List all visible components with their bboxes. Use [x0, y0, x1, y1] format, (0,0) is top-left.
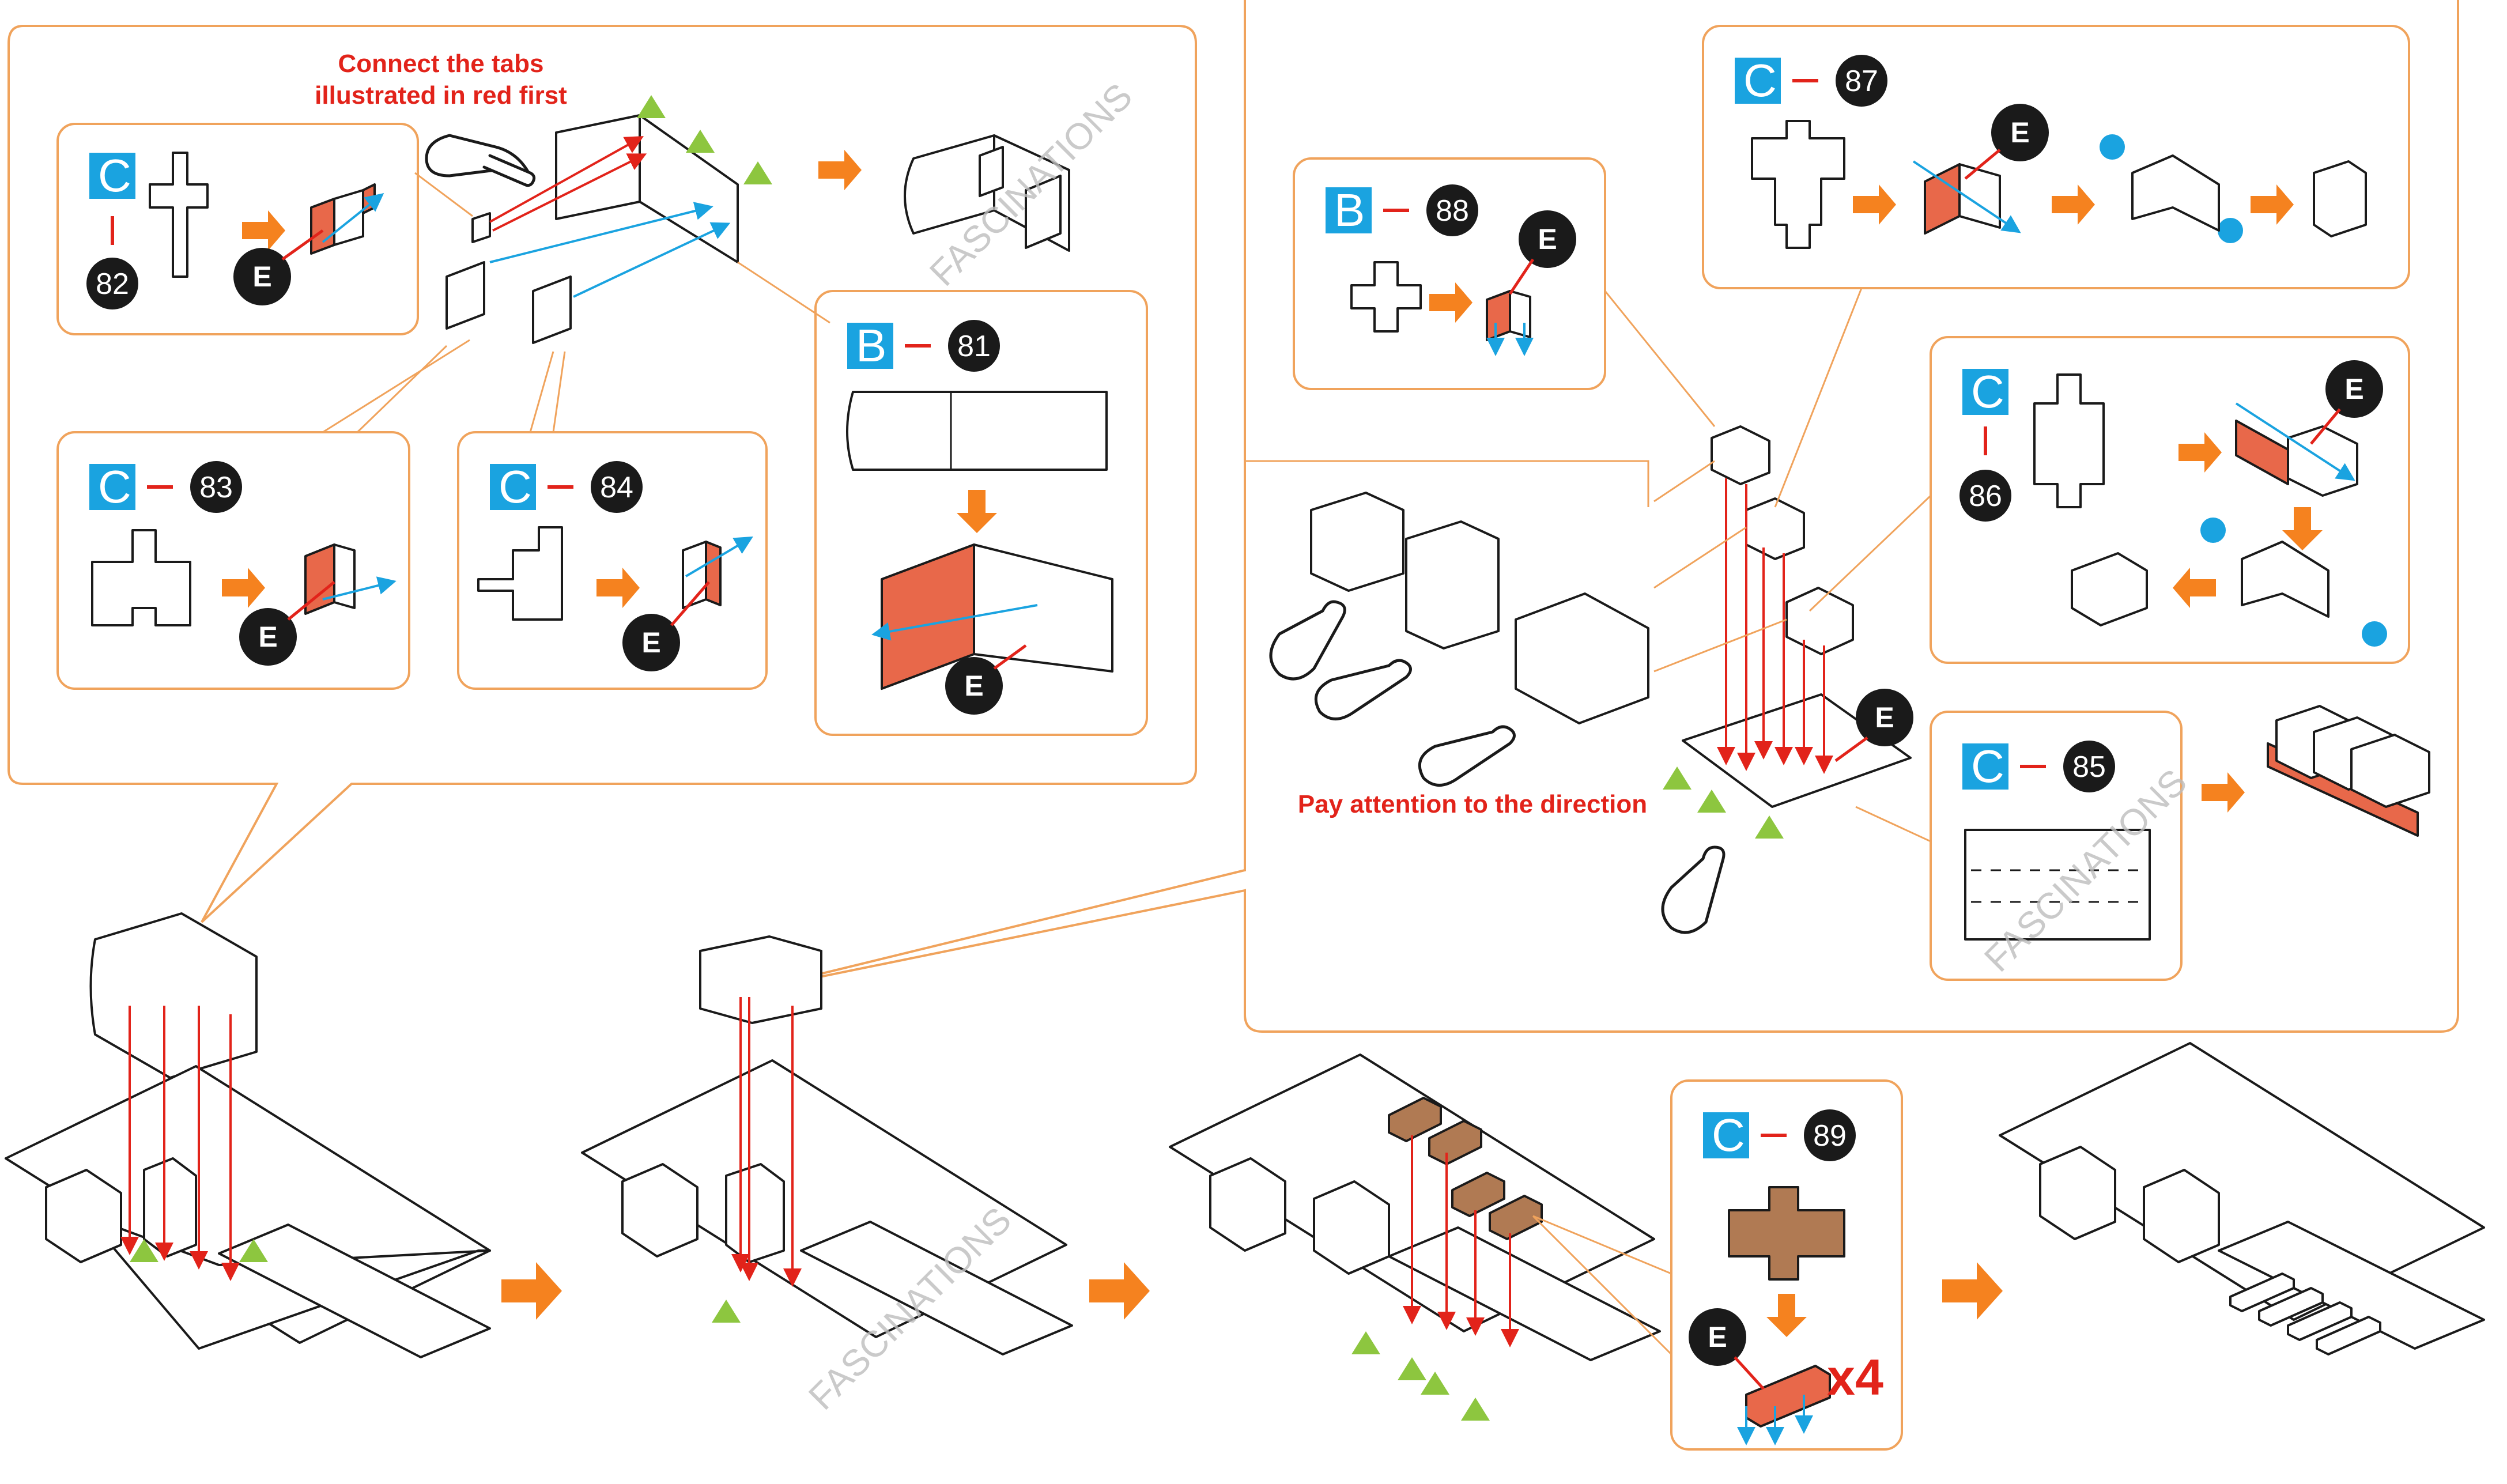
tabs-instruction-line2: illustrated in red first	[315, 81, 567, 109]
svg-text:E: E	[2344, 373, 2363, 405]
svg-text:89: 89	[1813, 1119, 1847, 1153]
svg-text:86: 86	[1969, 479, 2002, 513]
green-triangle-icon	[686, 130, 715, 153]
svg-text:C: C	[1971, 741, 2004, 792]
step-panel-c87: C 87 E	[1702, 25, 2410, 289]
orange-arrow-icon	[2202, 772, 2245, 813]
svg-text:E: E	[2010, 116, 2029, 149]
svg-text:81: 81	[957, 330, 991, 363]
orange-arrow-icon	[1089, 1262, 1150, 1320]
step-panel-c86: C 86 E	[1930, 336, 2410, 664]
svg-text:C: C	[499, 461, 532, 512]
svg-text:E: E	[1538, 223, 1557, 255]
machine-assembly-top-right: Pay attention to the direction E	[1245, 288, 1932, 934]
green-triangle-icon	[1461, 1398, 1490, 1421]
green-triangle-icon	[1663, 766, 1692, 790]
step-panel-b81: B 81 E	[814, 290, 1148, 736]
green-triangle-icon	[1697, 790, 1726, 813]
step-number-badge	[86, 258, 138, 309]
orange-arrow-icon	[2052, 184, 2095, 225]
pointing-hand-icon	[1418, 725, 1516, 787]
pointing-hand-icon	[1314, 659, 1412, 720]
blue-dot-icon	[2362, 621, 2387, 647]
pointing-hand-icon	[1661, 845, 1726, 934]
part-e-badge	[233, 248, 291, 305]
svg-text:E: E	[258, 621, 277, 653]
orange-arrow-icon	[501, 1262, 562, 1320]
step-panel-c89: C 89 E x4	[1670, 1079, 1903, 1451]
green-triangle-icon	[239, 1239, 268, 1262]
orange-arrow-icon	[1766, 1294, 1807, 1337]
base-stage-final	[1942, 1042, 2485, 1355]
pointing-hand-icon	[1269, 600, 1346, 681]
sheet-badge	[89, 153, 135, 199]
step-panel-b88: B 88 E	[1293, 157, 1606, 390]
base-stage-2: FASCINATIONS	[581, 935, 1150, 1418]
step-panel-c85: C 85 FASCINATIONS	[1930, 705, 2430, 981]
orange-arrow-icon	[222, 568, 265, 608]
orange-arrow-icon	[2251, 184, 2294, 225]
orange-arrow-icon	[1853, 184, 1896, 225]
sheet-label: C	[98, 150, 131, 201]
svg-text:C: C	[1743, 55, 1777, 106]
orange-arrow-icon	[596, 568, 640, 608]
step-panel-c82: C 82 E	[56, 123, 419, 335]
orange-arrow-icon	[957, 490, 997, 533]
orange-arrow-icon	[242, 210, 285, 251]
green-triangle-icon	[130, 1239, 158, 1262]
svg-text:C: C	[1712, 1109, 1745, 1161]
svg-text:E: E	[964, 670, 983, 702]
direction-note: Pay attention to the direction	[1298, 790, 1647, 818]
svg-text:B: B	[856, 320, 886, 371]
quantity-multiplier: x4	[1827, 1349, 1883, 1406]
svg-text:E: E	[252, 260, 271, 293]
svg-text:B: B	[1334, 184, 1365, 236]
svg-text:88: 88	[1436, 194, 1469, 228]
orange-arrow-icon	[1429, 282, 1473, 323]
blue-dot-icon	[2218, 218, 2243, 243]
orange-arrow-icon	[2282, 507, 2323, 550]
green-triangle-icon	[1398, 1357, 1426, 1380]
orange-arrow-icon	[2173, 568, 2216, 608]
svg-text:87: 87	[1845, 65, 1878, 98]
svg-text:E: E	[1875, 701, 1894, 734]
svg-text:85: 85	[2072, 750, 2106, 784]
green-triangle-icon	[1421, 1372, 1449, 1395]
orange-arrow-icon	[1942, 1262, 2003, 1320]
orange-arrow-icon	[818, 150, 862, 190]
green-triangle-icon	[1351, 1331, 1380, 1354]
green-triangle-icon	[637, 95, 666, 118]
green-triangle-icon	[1755, 815, 1784, 839]
pointing-hand-icon	[425, 134, 536, 187]
step-panel-c83: C 83 E	[56, 431, 410, 690]
svg-text:84: 84	[600, 471, 633, 504]
blue-dot-icon	[2200, 518, 2226, 543]
green-triangle-icon	[712, 1300, 741, 1323]
step-number: 82	[96, 267, 129, 301]
step-panel-c84: C 84 E	[457, 431, 768, 690]
orange-arrow-icon	[2178, 432, 2222, 473]
svg-text:E: E	[641, 626, 660, 659]
svg-text:E: E	[1708, 1321, 1727, 1353]
svg-text:C: C	[1971, 366, 2004, 417]
green-triangle-icon	[743, 161, 772, 184]
tabs-instruction-line1: Connect the tabs	[338, 50, 544, 78]
base-stage-1	[5, 912, 562, 1358]
svg-text:C: C	[98, 461, 131, 512]
base-stage-3	[1169, 1053, 1672, 1421]
svg-text:83: 83	[199, 471, 233, 504]
blue-dot-icon	[2100, 134, 2125, 160]
